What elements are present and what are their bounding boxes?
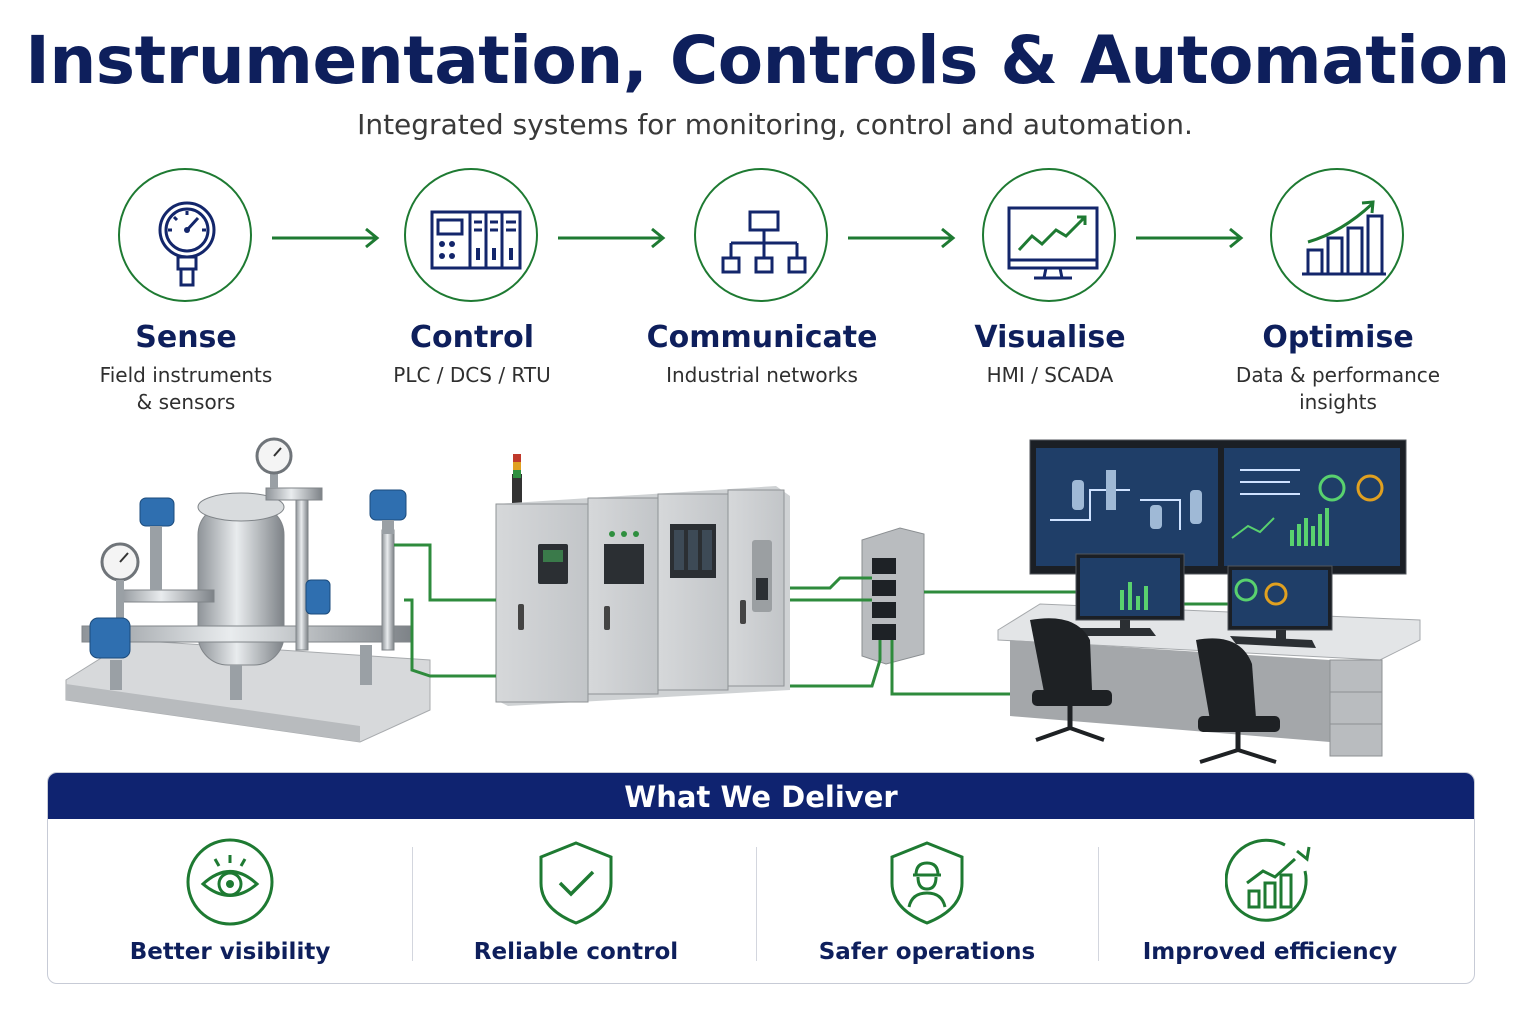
step-desc-line: insights [1299, 390, 1377, 414]
control-cabinets [495, 454, 790, 706]
automation-system-illustration [65, 437, 1421, 764]
eye-icon [186, 838, 274, 926]
step-description: Data & performance insights [1210, 362, 1466, 416]
shield-worker-icon [890, 841, 964, 925]
pressure-gauge-icon [158, 201, 216, 287]
step-circle [982, 168, 1116, 302]
page-title: Instrumentation, Controls & Automation [25, 22, 1510, 99]
step-desc-line: Data & performance [1235, 363, 1441, 387]
shield-check-icon [539, 841, 613, 925]
monitor-chart-icon [1007, 206, 1099, 280]
step-desc-line: PLC / DCS / RTU [393, 363, 551, 387]
flow-arrow [272, 227, 380, 249]
deliverable-label: Reliable control [473, 939, 679, 965]
divider [756, 847, 757, 961]
flow-arrow [848, 227, 956, 249]
deliverable-label: Safer operations [818, 939, 1036, 965]
step-label: Visualise [974, 320, 1126, 355]
step-description: HMI / SCADA [922, 362, 1178, 389]
page-subtitle: Integrated systems for monitoring, contr… [357, 108, 1193, 141]
step-description: Industrial networks [634, 362, 890, 389]
step-circle [118, 168, 252, 302]
flow-arrow [558, 227, 666, 249]
step-label: Sense [135, 320, 237, 355]
step-desc-line: Field instruments [99, 363, 273, 387]
step-desc-line: & sensors [136, 390, 236, 414]
step-label: Optimise [1262, 320, 1414, 355]
step-circle [404, 168, 538, 302]
divider [1098, 847, 1099, 961]
flow-arrow [1136, 227, 1244, 249]
network-hierarchy-icon [721, 210, 807, 274]
network-cables [394, 543, 1230, 696]
efficiency-chart-icon [1225, 838, 1311, 922]
step-description: PLC / DCS / RTU [344, 362, 600, 389]
control-room [997, 439, 1421, 764]
deliverable-label: Better visibility [129, 939, 331, 965]
step-desc-line: HMI / SCADA [986, 363, 1114, 387]
deliverables-panel: What We Deliver Better visibility Reliab… [47, 772, 1475, 984]
control-panel-icon [430, 210, 522, 270]
step-circle [694, 168, 828, 302]
step-desc-line: Industrial networks [666, 363, 858, 387]
step-description: Field instruments & sensors [58, 362, 314, 416]
growth-chart-icon [1302, 200, 1386, 276]
step-circle [1270, 168, 1404, 302]
divider [412, 847, 413, 961]
deliverables-title: What We Deliver [48, 773, 1474, 819]
step-label: Communicate [646, 320, 878, 355]
process-skid [65, 437, 431, 743]
step-label: Control [409, 320, 534, 355]
network-switch [861, 527, 925, 665]
deliverable-label: Improved efficiency [1142, 939, 1398, 965]
